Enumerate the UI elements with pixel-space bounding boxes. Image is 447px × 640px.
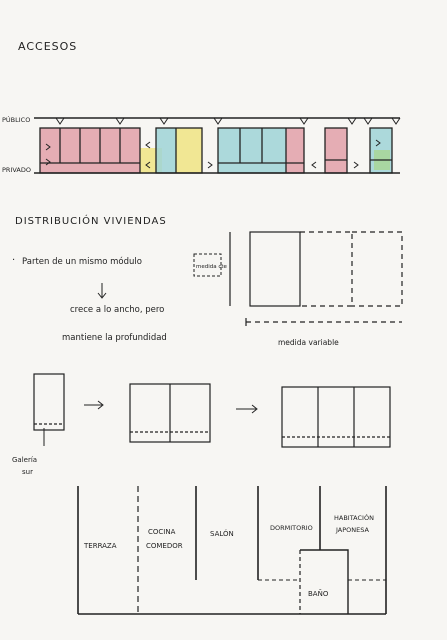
note-bullet: · — [12, 255, 15, 266]
label-publico: PÚBLICO — [2, 115, 30, 124]
heading-distribucion: DISTRIBUCIÓN VIVIENDAS — [15, 214, 167, 227]
distribucion-notes: · Parten de un mismo módulo medida cte c… — [12, 253, 228, 343]
accesos-diagram: PÚBLICO PRIVADO — [2, 115, 401, 174]
fill-yellow-2 — [176, 128, 202, 173]
room-cocina-1: COCINA — [148, 528, 176, 536]
room-terraza: TERRAZA — [83, 542, 117, 550]
medida-variable-label: medida variable — [278, 338, 339, 347]
note-line1: Parten de un mismo módulo — [22, 256, 142, 267]
label-privado: PRIVADO — [2, 166, 31, 174]
fill-cyan-1 — [156, 128, 176, 173]
fill-red-1 — [40, 128, 140, 173]
modulo-box-label: medida cte — [196, 264, 228, 270]
room-salon: SALÓN — [210, 529, 234, 538]
note-line2: crece a lo ancho, pero — [70, 305, 164, 315]
room-cocina-2: COMEDOR — [146, 542, 183, 550]
room-dormitorio: DORMITORIO — [270, 524, 313, 532]
floor-plan — [77, 486, 387, 615]
module-growth-diagram — [229, 231, 403, 326]
sequence-diagram — [33, 373, 391, 448]
room-habitacion-2: JAPONESA — [335, 526, 370, 534]
room-habitacion-1: HABITACIÓN — [334, 513, 374, 522]
galeria-label-2: sur — [22, 468, 33, 476]
note-line3: mantiene la profundidad — [62, 333, 167, 343]
fill-red-2 — [286, 128, 304, 173]
fill-cyan-2 — [218, 128, 286, 173]
fill-red-3 — [325, 128, 347, 173]
galeria-label-1: Galería — [12, 456, 37, 464]
down-arrow — [97, 283, 107, 299]
modulo-box — [193, 253, 222, 277]
room-bano: BAÑO — [308, 589, 329, 598]
heading-accesos: ACCESOS — [18, 40, 77, 53]
